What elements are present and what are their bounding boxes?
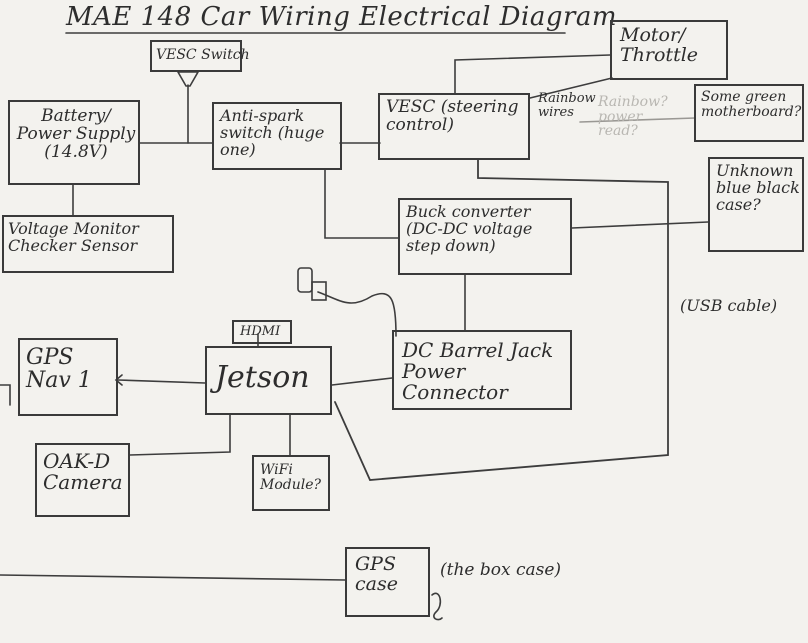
wire-jetson-oak bbox=[129, 414, 231, 456]
voltage-monitor-box: Voltage Monitor Checker Sensor bbox=[2, 215, 174, 273]
wire-buck-unknown bbox=[571, 221, 709, 229]
gps-label: GPS Nav 1 bbox=[26, 345, 92, 394]
wire-vesc-motor-2 bbox=[529, 77, 613, 99]
wire-gps-left bbox=[0, 384, 11, 406]
antispark-switch-label: Anti-spark switch (huge one) bbox=[220, 106, 325, 159]
wire-jetson-gps bbox=[117, 379, 206, 384]
buck-converter-label: Buck converter (DC-DC voltage step down) bbox=[406, 202, 533, 255]
motor-throttle-box: Motor/ Throttle bbox=[610, 20, 728, 80]
usb-cable-note: (USB cable) bbox=[680, 296, 778, 315]
vesc-switch-label: VESC Switch bbox=[156, 47, 250, 63]
dc-barrel-jack-box: DC Barrel Jack Power Connector bbox=[392, 330, 572, 410]
plug-icon-body bbox=[297, 267, 313, 293]
battery-box: Battery/ Power Supply (14.8V) bbox=[8, 100, 140, 185]
gps-case-label: GPS case bbox=[355, 553, 398, 595]
hdmi-label: HDMI bbox=[240, 324, 281, 339]
rainbow-wires-note: Rainbow wires bbox=[538, 91, 596, 120]
gps-box: GPS Nav 1 bbox=[18, 338, 118, 416]
voltage-monitor-label: Voltage Monitor Checker Sensor bbox=[8, 219, 139, 255]
hook-mark bbox=[431, 592, 443, 621]
wire-vesc-usb bbox=[334, 159, 669, 481]
battery-label: Battery/ Power Supply (14.8V) bbox=[16, 106, 136, 162]
oak-d-camera-box: OAK-D Camera bbox=[35, 443, 130, 517]
plug-icon-head bbox=[311, 281, 327, 301]
wifi-module-label: WiFi Module? bbox=[260, 462, 322, 493]
unknown-case-label: Unknown blue black case? bbox=[716, 161, 800, 214]
wire-vesc-greenboard bbox=[579, 117, 696, 123]
wifi-module-box: WiFi Module? bbox=[252, 455, 330, 511]
jetson-label: Jetson bbox=[215, 360, 310, 395]
unknown-case-box: Unknown blue black case? bbox=[708, 157, 804, 252]
oak-d-camera-label: OAK-D Camera bbox=[43, 449, 123, 494]
box-case-note: (the box case) bbox=[440, 560, 562, 580]
wire-vesc-motor bbox=[454, 54, 611, 94]
vesc-box: VESC (steering control) bbox=[378, 93, 530, 160]
page-title: MAE 148 Car Wiring Electrical Diagram bbox=[66, 2, 618, 32]
vesc-label: VESC (steering control) bbox=[386, 97, 519, 135]
gps-case-box: GPS case bbox=[345, 547, 430, 617]
wire-connector-dcjack bbox=[317, 291, 397, 337]
vesc-switch-funnel bbox=[176, 71, 200, 87]
faint-pencil-note: Rainbow? power read? bbox=[598, 94, 668, 140]
motor-throttle-label: Motor/ Throttle bbox=[620, 24, 699, 66]
wire-antispark-buck bbox=[324, 169, 399, 239]
hdmi-box: HDMI bbox=[232, 320, 292, 344]
green-motherboard-box: Some green motherboard? bbox=[694, 84, 804, 142]
wire-left-gpscase bbox=[0, 574, 346, 581]
vesc-switch-box: VESC Switch bbox=[150, 40, 250, 72]
green-motherboard-label: Some green motherboard? bbox=[701, 89, 802, 120]
antispark-switch-box: Anti-spark switch (huge one) bbox=[212, 102, 342, 170]
dc-barrel-jack-label: DC Barrel Jack Power Connector bbox=[402, 338, 554, 404]
wire-dcjack-jetson bbox=[331, 377, 393, 386]
jetson-box: Jetson bbox=[205, 346, 332, 415]
buck-converter-box: Buck converter (DC-DC voltage step down) bbox=[398, 198, 572, 275]
